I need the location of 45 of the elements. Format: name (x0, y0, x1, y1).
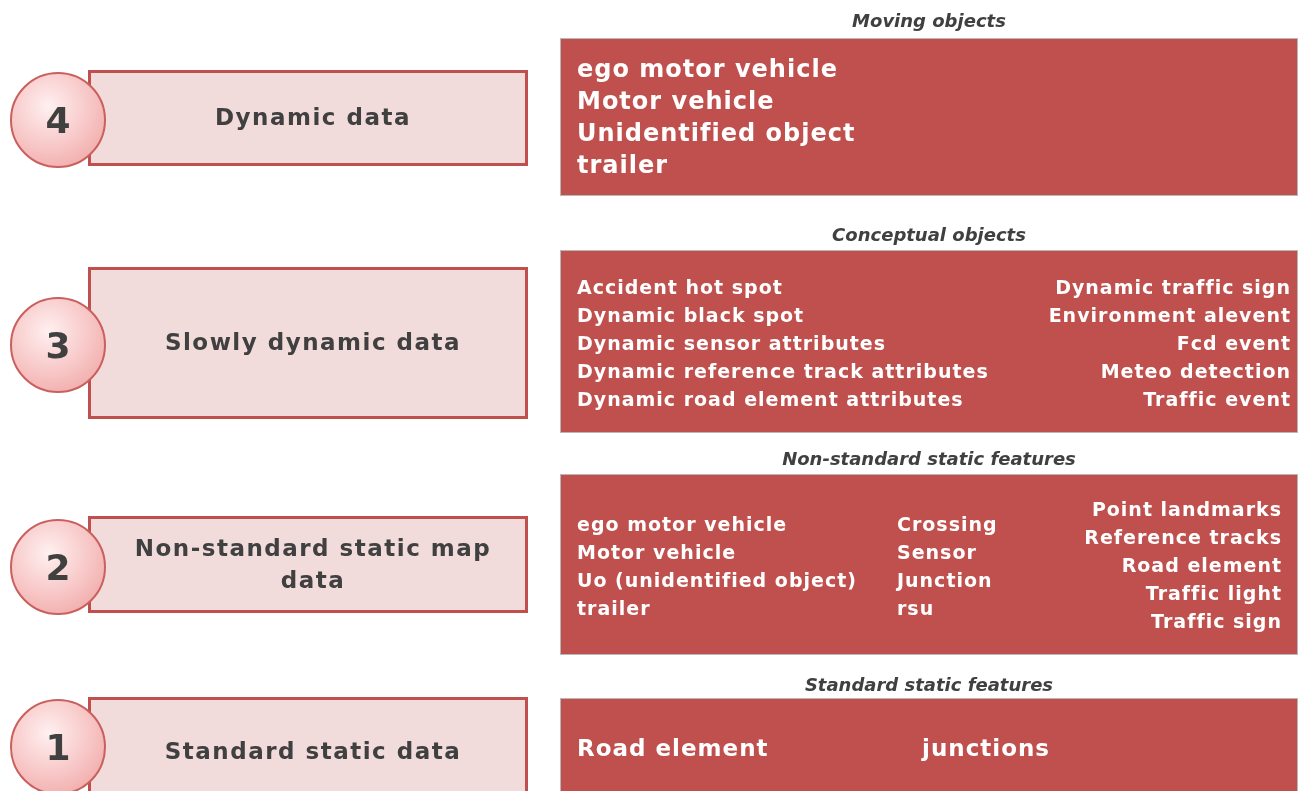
feature-item: Traffic sign (1151, 612, 1282, 631)
feature-item: Road element (1121, 556, 1282, 575)
layer-box (88, 70, 528, 166)
section-heading: Moving objects (851, 10, 1007, 31)
feature-item: ego motor vehicle (577, 515, 788, 534)
feature-item: Motor vehicle (577, 543, 737, 562)
feature-item: Dynamic road element attributes (577, 390, 964, 409)
feature-item: Dynamic black spot (577, 306, 805, 325)
feature-item: Point landmarks (1091, 500, 1282, 519)
layer-box (88, 516, 528, 613)
layer-number: 2 (45, 546, 71, 588)
section-heading: Standard static features (803, 674, 1055, 695)
feature-item: Road element (577, 737, 769, 760)
feature-item: junctions (922, 737, 1050, 760)
layer-label: Slowly dynamic data (163, 328, 463, 358)
layer-number: 3 (45, 324, 71, 366)
feature-item: Sensor (897, 543, 977, 562)
section-heading: Non-standard static features (781, 448, 1077, 469)
feature-item: Uo (unidentified object) (577, 571, 857, 590)
feature-item: Reference tracks (1084, 528, 1282, 547)
layer-label: Dynamic data (214, 103, 412, 133)
feature-item: Dynamic sensor attributes (577, 334, 887, 353)
feature-item: ego motor vehicle (577, 57, 838, 81)
layer-box (88, 267, 528, 419)
layer-label: Standard static data (163, 737, 463, 767)
section-heading: Conceptual objects (831, 224, 1027, 245)
feature-item: Fcd event (1176, 334, 1291, 353)
layer-box (88, 697, 528, 791)
feature-item: Meteo detection (1100, 362, 1291, 381)
layer-label: Non-standard static map data (133, 534, 493, 595)
feature-item: Junction (897, 571, 993, 590)
feature-item: Dynamic traffic sign (1055, 278, 1291, 297)
feature-item: Environment alevent (1048, 306, 1291, 325)
feature-item: Traffic event (1143, 390, 1291, 409)
feature-item: trailer (577, 153, 669, 177)
feature-item: rsu (897, 599, 935, 618)
layer-number: 4 (45, 99, 71, 141)
feature-item: trailer (577, 599, 651, 618)
feature-item: Motor vehicle (577, 89, 775, 113)
feature-item: Unidentified object (577, 121, 856, 145)
layer-number: 1 (45, 726, 71, 768)
feature-item: Accident hot spot (577, 278, 783, 297)
feature-item: Traffic light (1145, 584, 1282, 603)
feature-item: Dynamic reference track attributes (577, 362, 989, 381)
feature-item: Crossing (897, 515, 998, 534)
